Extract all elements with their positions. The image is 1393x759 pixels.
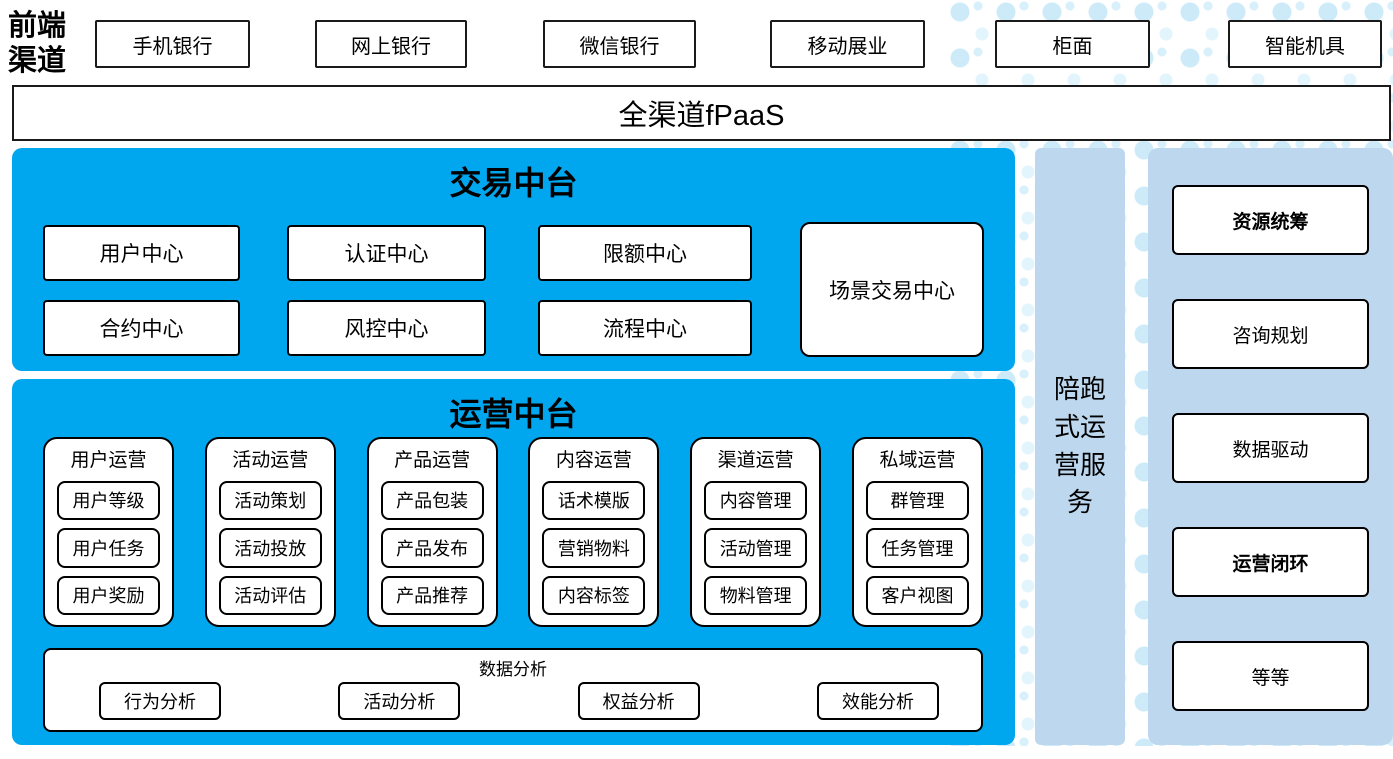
channel-box-mobile-sales: 移动展业 [770, 20, 925, 68]
op-item: 营销物料 [542, 528, 646, 568]
op-item: 话术模版 [542, 480, 646, 521]
data-analysis-bar: 数据分析 行为分析 活动分析 权益分析 效能分析 [43, 648, 983, 732]
channel-box-wechat-banking: 微信银行 [543, 20, 696, 68]
service-box-etc: 等等 [1172, 641, 1369, 711]
accompany-service-bar: 陪跑式运营服务 [1035, 148, 1125, 745]
op-column-title: 渠道运营 [717, 450, 794, 472]
transaction-platform-title: 交易中台 [449, 164, 578, 202]
op-item: 产品推荐 [380, 575, 484, 615]
channel-box-mobile-banking: 手机银行 [95, 20, 250, 68]
center-box-contract: 合约中心 [43, 300, 240, 356]
op-column-title: 私域运营 [879, 450, 956, 472]
op-item: 产品包装 [380, 480, 484, 521]
op-column-title: 活动运营 [232, 450, 309, 472]
op-item: 活动管理 [704, 528, 808, 568]
op-column-content: 内容运营 话术模版 营销物料 内容标签 [528, 437, 660, 627]
op-item: 活动投放 [218, 528, 322, 568]
op-column-user: 用户运营 用户等级 用户任务 用户奖励 [43, 437, 174, 627]
channel-box-online-banking: 网上银行 [315, 20, 467, 68]
analysis-box-activity: 活动分析 [338, 682, 461, 720]
op-item: 客户视图 [865, 575, 969, 615]
op-column-activity: 活动运营 活动策划 活动投放 活动评估 [204, 437, 336, 627]
operation-platform-title: 运营中台 [449, 395, 578, 433]
op-item: 物料管理 [704, 575, 808, 615]
op-item: 用户任务 [57, 528, 160, 568]
operation-columns: 用户运营 用户等级 用户任务 用户奖励 活动运营 活动策划 活动投放 活动评估 … [43, 437, 983, 627]
op-item: 内容标签 [542, 575, 646, 615]
op-item: 任务管理 [865, 528, 969, 568]
center-box-scene-transaction: 场景交易中心 [800, 222, 984, 357]
center-box-risk: 风控中心 [287, 300, 486, 356]
data-analysis-items: 行为分析 活动分析 权益分析 效能分析 [99, 682, 939, 720]
op-item: 用户等级 [57, 480, 160, 521]
data-analysis-title: 数据分析 [479, 660, 547, 679]
transaction-platform-panel: 交易中台 用户中心 认证中心 限额中心 合约中心 风控中心 流程中心 场景交易中… [12, 148, 1015, 371]
op-item: 群管理 [865, 480, 969, 521]
analysis-box-benefit: 权益分析 [577, 682, 700, 720]
op-item: 活动评估 [218, 575, 322, 615]
op-column-title: 内容运营 [555, 450, 632, 472]
front-channels-label: 前端渠道 [8, 8, 67, 78]
center-box-auth: 认证中心 [287, 225, 486, 281]
operation-platform-panel: 运营中台 用户运营 用户等级 用户任务 用户奖励 活动运营 活动策划 活动投放 … [12, 379, 1015, 745]
op-item: 活动策划 [218, 480, 322, 521]
analysis-box-efficiency: 效能分析 [816, 682, 939, 720]
accompany-service-label: 陪跑式运营服务 [1053, 374, 1106, 518]
service-box-resource-planning: 资源统筹 [1172, 185, 1369, 255]
channel-box-counter: 柜面 [995, 20, 1150, 68]
center-box-limit: 限额中心 [538, 225, 752, 281]
op-column-title: 用户运营 [70, 450, 147, 472]
service-box-data-driven: 数据驱动 [1172, 413, 1369, 483]
op-column-title: 产品运营 [394, 450, 471, 472]
op-item: 用户奖励 [57, 575, 160, 615]
op-column-channel: 渠道运营 内容管理 活动管理 物料管理 [690, 437, 822, 627]
analysis-box-behavior: 行为分析 [99, 682, 221, 720]
op-column-private-domain: 私域运营 群管理 任务管理 客户视图 [851, 437, 983, 627]
service-box-consulting: 咨询规划 [1172, 299, 1369, 369]
fpaas-bar: 全渠道fPaaS [12, 85, 1391, 141]
op-item: 内容管理 [704, 480, 808, 521]
op-item: 产品发布 [380, 528, 484, 568]
service-box-operation-loop: 运营闭环 [1172, 527, 1369, 597]
op-column-product: 产品运营 产品包装 产品发布 产品推荐 [366, 437, 498, 627]
service-column: 资源统筹 咨询规划 数据驱动 运营闭环 等等 [1148, 148, 1393, 745]
channel-box-smart-devices: 智能机具 [1228, 20, 1382, 68]
center-box-process: 流程中心 [538, 300, 752, 356]
center-box-user: 用户中心 [43, 225, 240, 281]
